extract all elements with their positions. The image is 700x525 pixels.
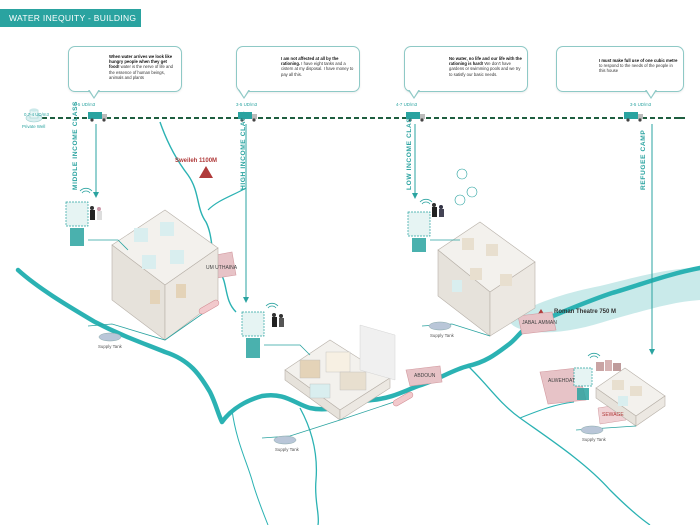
quote-text-refugee: I must make full use of one cubic metre …	[599, 58, 679, 74]
quote-text-middle: When water arrives we look like hungry p…	[109, 54, 177, 80]
wifi-icon-high	[265, 302, 279, 309]
family-icon-low	[432, 203, 444, 217]
quote-rest-low: We don't have gardens or swimming pools …	[449, 61, 521, 77]
river-branch-north	[159, 121, 237, 313]
supply-tank-label-high: Supply Tank	[275, 447, 299, 452]
supply-tank-refugee	[580, 425, 604, 435]
sweileh-marker	[199, 166, 213, 178]
sweileh-label: Sweileh 1100M	[175, 158, 218, 164]
quote-rest-refugee: to respond to the needs of the people in…	[599, 63, 673, 74]
class-label-refugee: REFUGEE CAMP	[640, 129, 647, 190]
quote-bubble-low: No water, no life and our life with the …	[404, 46, 528, 92]
supply-pipe-middle	[87, 311, 206, 341]
supply-tank-label-refugee: Supply Tank	[582, 437, 606, 442]
supply-pipe-high	[261, 399, 401, 439]
truck-icon-1	[88, 112, 107, 122]
place-abdoun: ABDOUN	[414, 373, 436, 379]
wifi-icon-middle	[79, 187, 93, 194]
place-alwehdat: ALWEHDAT	[548, 378, 576, 384]
quote-bubble-refugee: I must make full use of one cubic metre …	[556, 46, 684, 92]
supply-tank-high	[273, 435, 297, 445]
family-icon-refugee	[596, 360, 621, 371]
private-well-label: Private Well	[22, 124, 46, 129]
quote-bold-low: No water, no life and our life with the …	[449, 56, 522, 67]
quote-text-high: I am not affected at all by the rationin…	[281, 56, 355, 77]
rate-high: 3-5 UD/m3	[236, 102, 258, 107]
quote-bubble-middle: When water arrives we look like hungry p…	[68, 46, 182, 92]
supply-tank-low	[428, 321, 452, 331]
supply-tank-label-middle: Supply Tank	[98, 344, 122, 349]
quote-bold-middle: When water arrives we look like hungry p…	[109, 54, 173, 70]
river-branch-southeast	[467, 365, 651, 525]
district-abdoun	[405, 365, 443, 387]
river-branch-southwest	[231, 409, 269, 525]
river-branch-west	[207, 187, 247, 211]
pipe-middle	[88, 239, 129, 251]
storage-tank-refugee	[573, 367, 593, 400]
quote-tail-low	[408, 88, 420, 99]
family-icon-high	[272, 313, 284, 327]
roman-theatre-label: Roman Theatre 750 M	[554, 309, 617, 315]
truck-icon-2	[238, 112, 257, 122]
district-jabal-amman	[517, 311, 557, 335]
rate-refugee: 3-5 UD/m3	[630, 102, 652, 107]
private-well	[25, 108, 43, 123]
wifi-icon-refugee	[587, 352, 601, 359]
building-low-income	[437, 221, 536, 337]
quote-tail-high	[238, 88, 250, 99]
place-um-uthaina: UM UTHAINA	[206, 265, 238, 271]
supply-tank-middle	[98, 332, 122, 342]
quote-bold-high: I am not affected at all by the rationin…	[281, 56, 339, 67]
quote-rest-high: I have eight tanks and a cistern at my d…	[281, 61, 354, 77]
quote-bubble-high: I am not affected at all by the rationin…	[236, 46, 360, 92]
main-river	[15, 265, 700, 425]
page-title: WATER INEQUITY - BUILDING	[0, 9, 141, 27]
storage-tank-low	[407, 211, 431, 252]
building-middle-income	[111, 209, 219, 341]
river-branch-south	[299, 407, 320, 525]
storage-tank-high	[241, 311, 265, 358]
pipe-high	[264, 344, 311, 356]
rate-middle: 5-5 UD/m3	[74, 102, 96, 107]
class-label-middle: MIDDLE INCOME CLASS	[72, 100, 79, 190]
rate-low: 4-7 UD/m3	[396, 102, 418, 107]
truck-icon-4	[624, 112, 643, 122]
class-label-low: LOW INCOME CLASS	[406, 112, 413, 190]
building-high-income	[284, 324, 396, 421]
place-sewage: SEWAGE	[602, 412, 624, 418]
truck-icon-3	[406, 112, 425, 122]
quote-tail-refugee	[645, 88, 657, 99]
quote-bold-refugee: I must make full use of one cubic metre	[599, 58, 678, 63]
supply-tank-label-low: Supply Tank	[430, 333, 454, 338]
quote-tail-middle	[88, 88, 100, 99]
wifi-icon-low	[419, 198, 433, 205]
sewer-pipe-high	[392, 391, 414, 407]
private-well-rate: 0.7-4 UD/m3	[24, 112, 49, 117]
quote-text-low: No water, no life and our life with the …	[449, 56, 523, 77]
place-jabal-amman: JABAL AMMAN	[522, 320, 557, 326]
building-refugee-camp	[595, 367, 666, 427]
family-icon-middle	[90, 206, 102, 220]
sewer-pipe-middle	[198, 299, 220, 315]
river-branch-east	[519, 401, 575, 419]
class-label-high: HIGH INCOME CLASS	[240, 110, 247, 190]
storage-tank-middle	[65, 201, 89, 246]
quote-rest-middle: water is the nerve of life and the essen…	[109, 64, 174, 80]
tap-icons-low	[454, 168, 478, 206]
